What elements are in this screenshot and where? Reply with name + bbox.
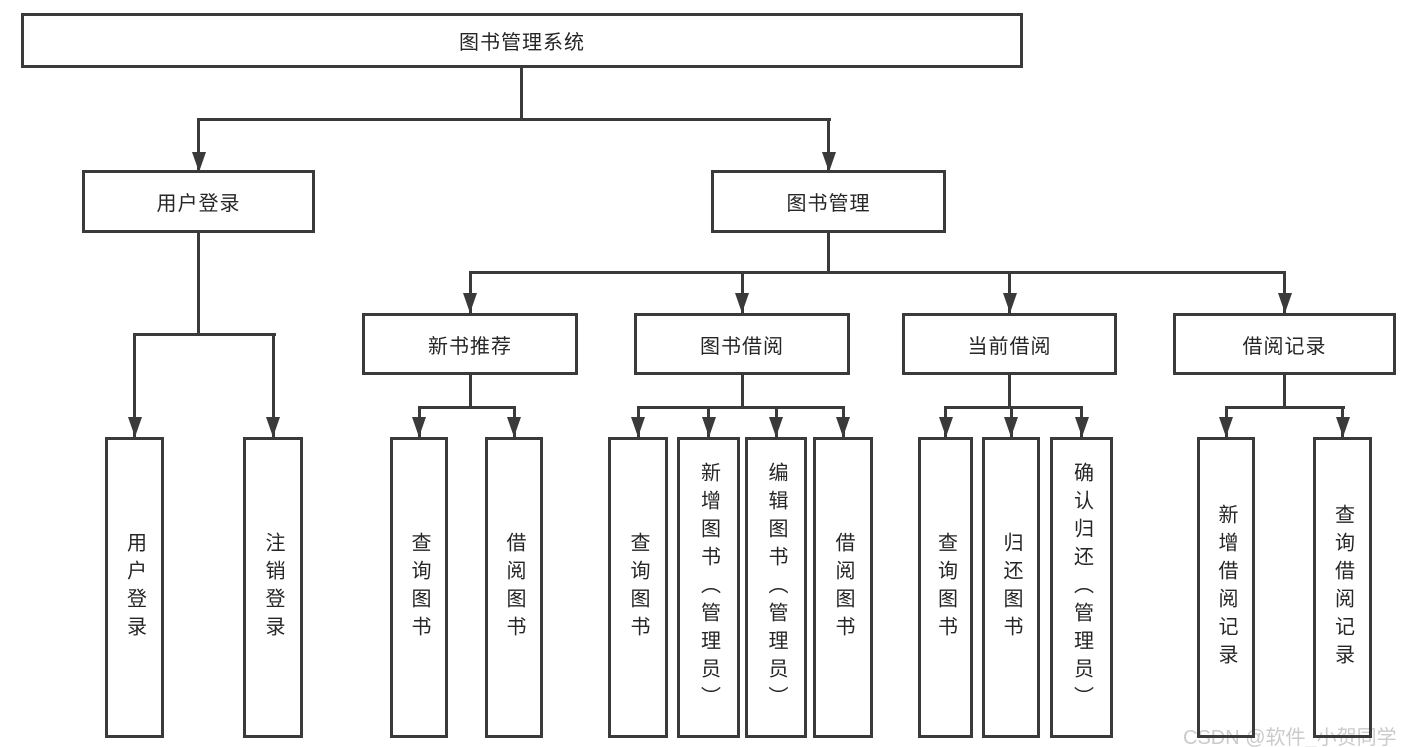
node-label: 当前借阅 (967, 335, 1052, 358)
arrowhead-down-icon (769, 417, 783, 437)
v-line (197, 233, 200, 333)
arrowhead-down-icon (1074, 417, 1089, 437)
leaf-confirm-return-admin: 确认归还（管理员） (1050, 437, 1113, 738)
v-line (197, 118, 200, 172)
arrowhead-down-icon (938, 417, 953, 437)
v-line (827, 118, 830, 172)
node-user-login: 用户登录 (82, 170, 315, 233)
leaf-query-books-borrowing: 查询图书 (608, 437, 668, 738)
leaf-label: 查询图书 (934, 531, 957, 644)
v-line (468, 375, 472, 406)
arrowhead-down-icon (836, 417, 850, 437)
leaf-add-borrow-record: 新增借阅记录 (1197, 437, 1255, 738)
v-line (133, 333, 136, 437)
v-line (1008, 375, 1011, 406)
node-label: 图书借阅 (700, 335, 784, 358)
leaf-logout: 注销登录 (243, 437, 303, 738)
leaf-edit-books-admin: 编辑图书（管理员） (745, 437, 807, 738)
leaf-label: 注销登录 (262, 531, 284, 644)
node-label: 借阅记录 (1242, 335, 1327, 358)
arrowhead-down-icon (701, 417, 716, 437)
node-label: 用户登录 (156, 193, 241, 215)
v-line (468, 271, 472, 313)
leaf-query-books-current: 查询图书 (918, 437, 973, 738)
v-line (271, 333, 275, 437)
leaf-label: 借阅图书 (503, 531, 525, 644)
arrowhead-down-icon (191, 152, 206, 172)
csdn-watermark: CSDN @软件_小贺同学 (1183, 727, 1397, 747)
v-line (740, 271, 744, 313)
leaf-query-books-newbook: 查询图书 (390, 437, 448, 738)
arrowhead-down-icon (127, 417, 142, 437)
leaf-label: 查询图书 (408, 531, 430, 644)
node-label: 图书管理系统 (459, 32, 585, 54)
node-label: 图书管理 (786, 193, 871, 215)
leaf-label: 归还图书 (1000, 531, 1022, 644)
arrowhead-down-icon (735, 293, 749, 313)
arrowhead-down-icon (631, 417, 645, 437)
arrowhead-down-icon (463, 293, 477, 313)
leaf-query-borrow-record: 查询借阅记录 (1313, 437, 1372, 738)
v-line (1283, 271, 1286, 313)
leaf-add-books-admin: 新增图书（管理员） (677, 437, 740, 738)
arrowhead-down-icon (412, 417, 426, 437)
arrowhead-down-icon (266, 417, 280, 437)
node-new-book-recommend: 新书推荐 (362, 313, 578, 375)
arrowhead-down-icon (1219, 417, 1233, 437)
leaf-label: 查询图书 (627, 531, 649, 644)
h-line (944, 406, 1083, 409)
leaf-return-books: 归还图书 (982, 437, 1040, 738)
node-borrowing-records: 借阅记录 (1173, 313, 1396, 375)
node-library-management-system: 图书管理系统 (21, 13, 1023, 68)
arrowhead-down-icon (1277, 293, 1292, 313)
leaf-borrow-books-borrowing: 借阅图书 (813, 437, 873, 738)
h-line (468, 271, 1286, 274)
node-label: 新书推荐 (428, 335, 512, 358)
node-current-borrowing: 当前借阅 (902, 313, 1117, 375)
leaf-label: 新增图书（管理员） (697, 461, 720, 714)
leaf-label: 确认归还（管理员） (1070, 461, 1093, 714)
h-line (133, 333, 276, 336)
v-line (827, 233, 830, 271)
v-line (519, 68, 523, 118)
leaf-label: 查询借阅记录 (1331, 503, 1354, 672)
h-line (417, 406, 516, 409)
leaf-borrow-books-newbook: 借阅图书 (485, 437, 543, 738)
v-line (740, 375, 744, 406)
arrowhead-down-icon (821, 152, 836, 172)
arrowhead-down-icon (1004, 417, 1018, 437)
h-line (197, 118, 831, 121)
node-book-borrowing: 图书借阅 (634, 313, 850, 375)
leaf-user-login: 用户登录 (105, 437, 164, 738)
node-book-management: 图书管理 (711, 170, 946, 233)
leaf-label: 编辑图书（管理员） (765, 461, 787, 714)
leaf-label: 借阅图书 (832, 531, 854, 644)
h-line (1224, 406, 1345, 409)
h-line (636, 406, 845, 409)
arrowhead-down-icon (507, 417, 521, 437)
arrowhead-down-icon (1002, 293, 1017, 313)
v-line (1008, 271, 1011, 313)
leaf-label: 新增借阅记录 (1215, 503, 1237, 672)
leaf-label: 用户登录 (123, 531, 146, 644)
arrowhead-down-icon (1335, 417, 1350, 437)
v-line (1283, 375, 1286, 406)
